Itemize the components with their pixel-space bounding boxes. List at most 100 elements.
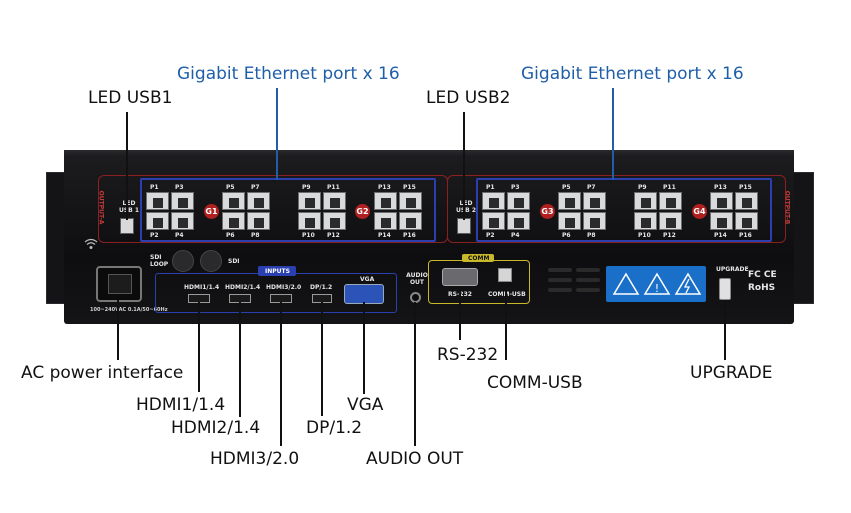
audio-out-device-label: AUDIO OUT xyxy=(406,272,428,286)
upgrade-port[interactable] xyxy=(719,278,731,300)
output-b-label: OUTPUT-B xyxy=(783,190,791,225)
port-label: P8 xyxy=(251,232,260,239)
svg-text:!: ! xyxy=(655,282,659,295)
ethernet-jack[interactable] xyxy=(399,192,422,210)
port-label: P1 xyxy=(150,184,159,191)
ethernet-group-right xyxy=(476,178,772,242)
led-usb2-pointer xyxy=(463,112,465,220)
inputs-tab xyxy=(258,266,296,276)
ethernet-jack[interactable] xyxy=(171,192,194,210)
ethernet-jack[interactable] xyxy=(399,212,422,230)
sdi-label: SDI xyxy=(228,258,240,265)
ethernet-jack[interactable] xyxy=(298,192,321,210)
ethernet-jack[interactable] xyxy=(507,192,530,210)
ethernet-jack[interactable] xyxy=(146,212,169,230)
ethernet-jack[interactable] xyxy=(323,212,346,230)
comm-tab xyxy=(462,254,494,262)
led-usb2-port[interactable] xyxy=(457,218,471,234)
port-label: P10 xyxy=(638,232,651,239)
ethernet-jack[interactable] xyxy=(735,192,758,210)
port-label: P7 xyxy=(251,184,260,191)
ethernet-jack[interactable] xyxy=(222,192,245,210)
led-usb1-pointer xyxy=(126,112,128,220)
ethernet-jack[interactable] xyxy=(171,212,194,230)
rs232-pointer xyxy=(459,290,461,340)
ethernet-jack[interactable] xyxy=(247,212,270,230)
sdi-port[interactable] xyxy=(200,250,222,272)
port-label: P3 xyxy=(175,184,184,191)
vga-label: VGA xyxy=(347,395,384,415)
ethernet-jack[interactable] xyxy=(482,192,505,210)
hdmi3-label: HDMI3/2.0 xyxy=(210,449,300,469)
sdi-loop-port[interactable] xyxy=(172,250,194,272)
ethernet-jack[interactable] xyxy=(659,192,682,210)
port-label: P16 xyxy=(403,232,416,239)
hdmi2-device-label: HDMI2/1.4 xyxy=(225,284,261,291)
comm-label: COMM xyxy=(468,255,490,262)
comm-usb-port[interactable] xyxy=(498,268,512,282)
wifi-icon xyxy=(84,238,98,249)
hdmi1-device-label: HDMI1/1.4 xyxy=(184,284,220,291)
upgrade-pointer xyxy=(724,300,726,360)
fcce-mark: FC CE xyxy=(748,270,777,280)
ethernet-jack[interactable] xyxy=(659,212,682,230)
ethernet-jack[interactable] xyxy=(634,192,657,210)
port-label: P10 xyxy=(302,232,315,239)
caution-icon: ! xyxy=(612,272,702,295)
ethernet-jack[interactable] xyxy=(482,212,505,230)
hdmi3-device-label: HDMI3/2.0 xyxy=(266,284,302,291)
vga-pointer xyxy=(363,302,365,394)
ethernet-jack[interactable] xyxy=(583,212,606,230)
port-label: P11 xyxy=(327,184,340,191)
ac-power-label: AC power interface xyxy=(21,363,184,383)
ethernet-jack[interactable] xyxy=(710,212,733,230)
output-b-frame xyxy=(447,175,786,243)
hdmi1-label: HDMI1/1.4 xyxy=(136,395,226,415)
ethernet-jack[interactable] xyxy=(507,212,530,230)
ethernet-jack[interactable] xyxy=(222,212,245,230)
ethernet-jack[interactable] xyxy=(374,212,397,230)
ethernet-jack[interactable] xyxy=(583,192,606,210)
ethernet-jack[interactable] xyxy=(247,192,270,210)
port-label: P9 xyxy=(302,184,311,191)
audio-out-label: AUDIO OUT xyxy=(366,449,464,469)
comm-usb-label: COMM-USB xyxy=(487,373,583,393)
port-label: P9 xyxy=(638,184,647,191)
dp-device-label: DP/1.2 xyxy=(310,284,333,291)
port-label: P12 xyxy=(327,232,340,239)
gigabit-right-pointer xyxy=(612,88,614,180)
port-label: P15 xyxy=(739,184,752,191)
port-label: P13 xyxy=(378,184,391,191)
ethernet-jack[interactable] xyxy=(146,192,169,210)
vga-port[interactable] xyxy=(344,284,384,304)
ethernet-jack[interactable] xyxy=(374,192,397,210)
ethernet-jack[interactable] xyxy=(558,212,581,230)
port-label: P5 xyxy=(226,184,235,191)
led-usb1-label: LED USB1 xyxy=(88,88,173,108)
ethernet-jack[interactable] xyxy=(323,192,346,210)
group-badge-g2: G2 xyxy=(355,204,370,219)
vent-slot xyxy=(576,268,600,272)
port-label: P6 xyxy=(226,232,235,239)
port-label: P13 xyxy=(714,184,727,191)
rs232-port[interactable] xyxy=(442,268,478,286)
upgrade-label: UPGRADE xyxy=(690,363,773,383)
hdmi2-label: HDMI2/1.4 xyxy=(171,418,261,438)
ethernet-jack[interactable] xyxy=(735,212,758,230)
ethernet-jack[interactable] xyxy=(558,192,581,210)
hdmi2-pointer xyxy=(239,302,241,417)
audio-out-pointer xyxy=(414,302,416,446)
port-label: P14 xyxy=(378,232,391,239)
upgrade-device-label: UPGRADE xyxy=(716,266,749,273)
gigabit-left-pointer xyxy=(276,88,278,180)
ethernet-jack[interactable] xyxy=(634,212,657,230)
ethernet-jack[interactable] xyxy=(298,212,321,230)
port-label: P16 xyxy=(739,232,752,239)
hdmi1-pointer xyxy=(198,302,200,392)
rs232-label: RS-232 xyxy=(437,345,499,365)
port-label: P8 xyxy=(587,232,596,239)
port-label: P5 xyxy=(562,184,571,191)
ethernet-jack[interactable] xyxy=(710,192,733,210)
led-usb2-device-label: LED USB 2 xyxy=(455,200,477,214)
led-usb1-port[interactable] xyxy=(120,218,134,234)
